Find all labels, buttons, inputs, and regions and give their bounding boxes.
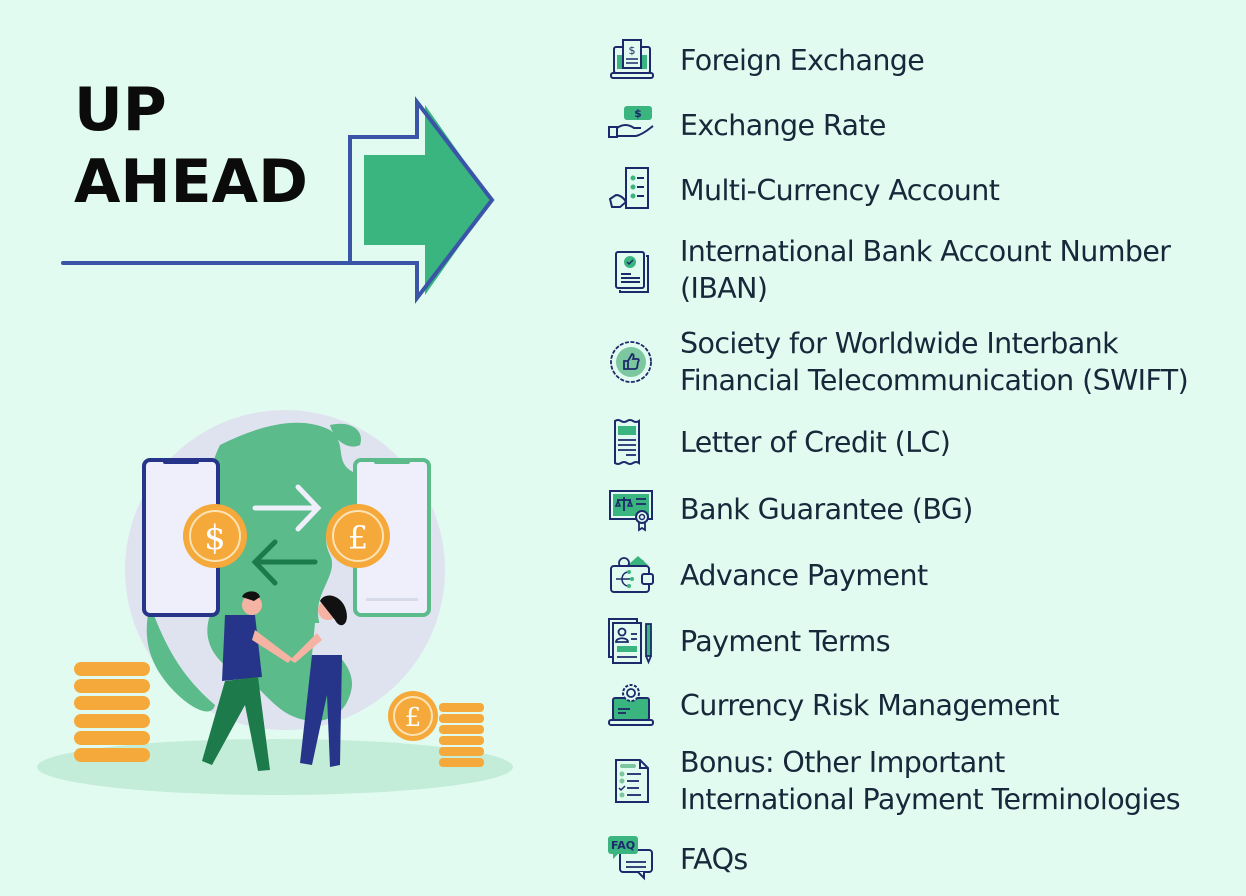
checklist-document-icon bbox=[615, 759, 649, 803]
certificate-scale-icon bbox=[609, 490, 653, 532]
laptop-gear-icon bbox=[608, 684, 654, 726]
svg-text:$: $ bbox=[204, 518, 226, 558]
svg-text:$: $ bbox=[629, 44, 636, 57]
svg-text:$: $ bbox=[634, 107, 642, 120]
topic-currency-risk-management[interactable]: Currency Risk Management bbox=[606, 680, 1060, 730]
title-line-up: UP bbox=[74, 75, 167, 145]
man-figure-icon bbox=[202, 591, 292, 771]
verified-document-icon bbox=[615, 251, 649, 293]
dollar-coin-icon: $ bbox=[183, 504, 247, 568]
topic-label: International Bank Account Number(IBAN) bbox=[680, 235, 1171, 305]
svg-text:FAQ: FAQ bbox=[611, 839, 635, 852]
right-arrow-icon bbox=[61, 96, 495, 304]
topic-exchange-rate[interactable]: $ Exchange Rate bbox=[606, 100, 886, 150]
topic-multi-currency-account[interactable]: Multi-Currency Account bbox=[606, 165, 1000, 215]
topic-letter-of-credit[interactable]: Letter of Credit (LC) bbox=[606, 417, 951, 467]
hand-checklist-icon bbox=[608, 167, 649, 209]
topic-faqs[interactable]: FAQ FAQs bbox=[606, 834, 748, 884]
title-line-ahead: AHEAD bbox=[74, 147, 308, 217]
small-pound-coin-icon: £ bbox=[388, 691, 438, 741]
topic-foreign-exchange[interactable]: $ Foreign Exchange bbox=[606, 35, 925, 85]
receipt-icon bbox=[614, 419, 640, 465]
topic-label: Letter of Credit (LC) bbox=[680, 425, 951, 459]
topic-bank-guarantee[interactable]: Bank Guarantee (BG) bbox=[606, 484, 973, 534]
coin-stack-right-icon bbox=[439, 703, 484, 767]
topic-label: Exchange Rate bbox=[680, 108, 886, 142]
topic-label: Foreign Exchange bbox=[680, 43, 925, 77]
topic-label: Multi-Currency Account bbox=[680, 173, 1000, 207]
pound-coin-icon: £ bbox=[326, 504, 390, 568]
faq-chat-icon: FAQ bbox=[608, 836, 653, 881]
contract-pen-icon bbox=[608, 618, 652, 665]
topic-iban[interactable]: International Bank Account Number(IBAN) bbox=[606, 233, 1171, 307]
international-payment-illustration: $ £ £ bbox=[37, 410, 513, 795]
laptop-invoice-icon: $ bbox=[610, 39, 654, 79]
wallet-icon bbox=[610, 556, 654, 593]
coin-stack-left-icon bbox=[74, 662, 150, 762]
thumbs-up-badge-icon bbox=[610, 341, 652, 383]
hand-money-icon: $ bbox=[608, 106, 654, 138]
topic-label: Payment Terms bbox=[680, 624, 891, 658]
topic-advance-payment[interactable]: Advance Payment bbox=[606, 550, 928, 600]
svg-text:£: £ bbox=[348, 519, 368, 557]
topic-label: Bank Guarantee (BG) bbox=[680, 492, 973, 526]
topic-label: Currency Risk Management bbox=[680, 688, 1060, 722]
topic-label: FAQs bbox=[680, 842, 748, 876]
topic-payment-terms[interactable]: Payment Terms bbox=[606, 616, 891, 666]
woman-figure-icon bbox=[290, 595, 347, 767]
topic-label: Advance Payment bbox=[680, 558, 928, 592]
svg-text:£: £ bbox=[405, 703, 422, 733]
page-title: UP AHEAD bbox=[74, 74, 308, 218]
